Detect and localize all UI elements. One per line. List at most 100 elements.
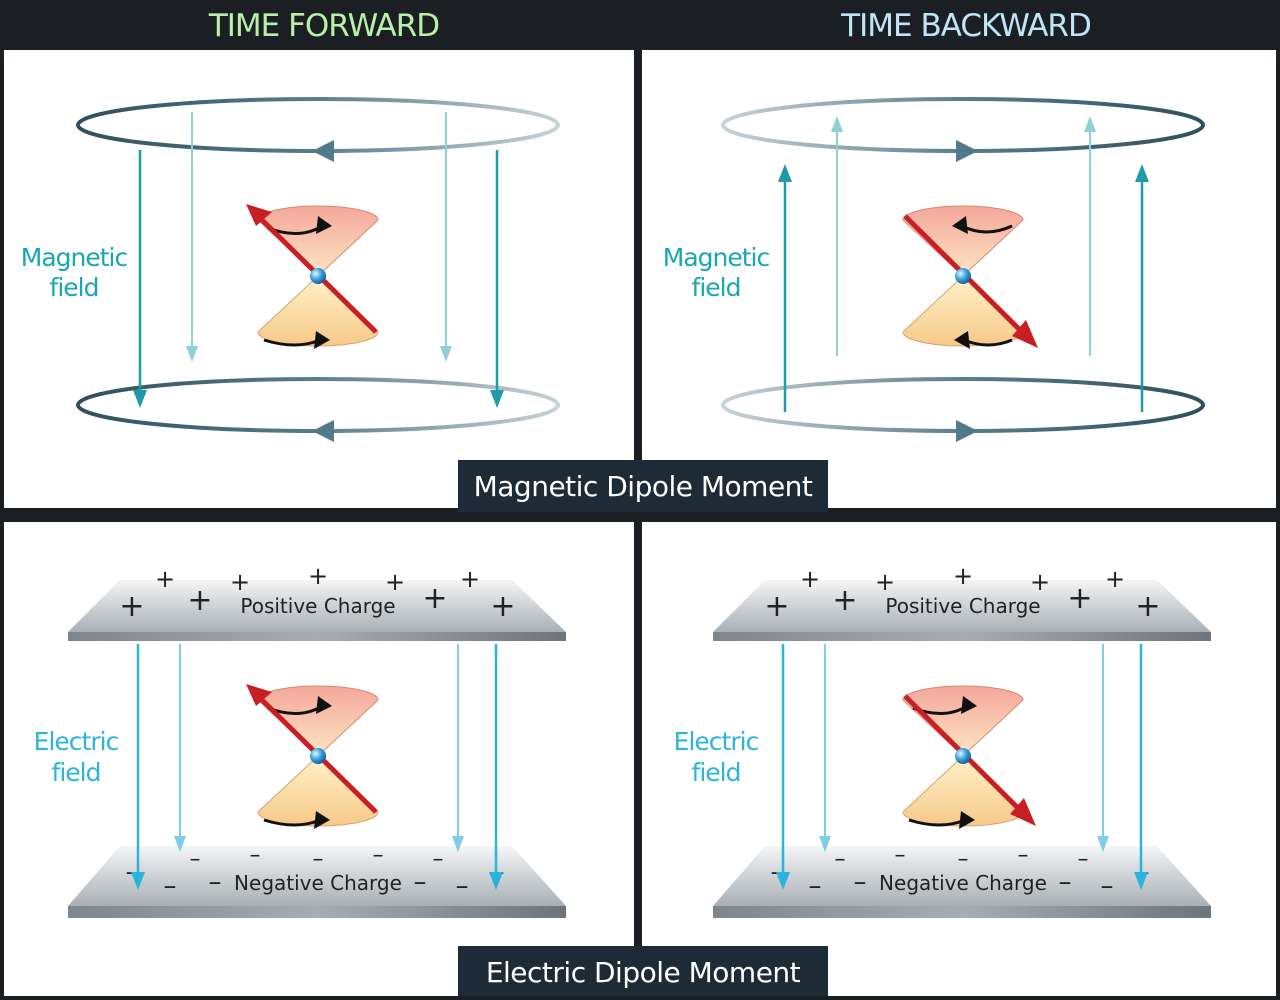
positive-plate bbox=[713, 580, 1211, 632]
header-time-forward: TIME FORWARD bbox=[208, 8, 439, 44]
svg-text:+: + bbox=[800, 565, 820, 593]
svg-text:–: – bbox=[373, 843, 384, 868]
field-arrow-down-icon bbox=[1134, 872, 1148, 890]
svg-text:+: + bbox=[1030, 568, 1050, 596]
svg-text:+: + bbox=[422, 581, 447, 616]
loop-direction-arrow-icon bbox=[956, 420, 978, 442]
field-arrow-down-icon bbox=[489, 872, 503, 890]
svg-text:–: – bbox=[313, 847, 324, 872]
precession-arrow-icon bbox=[316, 696, 332, 714]
electric-backward-scene: + + + + + + + + + Positive Charge – – – … bbox=[674, 562, 1211, 918]
particle-icon bbox=[955, 268, 971, 284]
field-arrow-down-icon bbox=[133, 390, 147, 408]
negative-charge-marks: – – – – – – – – – – – bbox=[126, 843, 505, 901]
positive-charge-marks: + + + + + + + + + bbox=[764, 562, 1160, 624]
field-arrow-up-icon bbox=[831, 116, 843, 132]
negative-plate-edge bbox=[68, 906, 566, 918]
positive-plate-edge bbox=[713, 632, 1211, 641]
svg-text:+: + bbox=[385, 568, 405, 596]
dipole-arrowhead-icon bbox=[1012, 320, 1038, 348]
electric-field-label: Electric bbox=[674, 727, 759, 756]
negative-plate-edge bbox=[713, 906, 1211, 918]
field-arrow-down-icon bbox=[452, 836, 464, 852]
svg-text:+: + bbox=[1135, 589, 1160, 624]
field-arrow-down-icon bbox=[1097, 836, 1109, 852]
particle-icon bbox=[310, 268, 326, 284]
svg-text:+: + bbox=[119, 589, 144, 624]
precessing-dipole bbox=[246, 204, 379, 349]
precession-cone-top bbox=[902, 205, 1024, 277]
particle-icon bbox=[310, 748, 326, 764]
loop-direction-arrow-icon bbox=[956, 140, 978, 162]
negative-plate bbox=[68, 846, 566, 906]
svg-text:–: – bbox=[433, 847, 444, 872]
field-arrow-down-icon bbox=[440, 346, 452, 362]
precession-cone-top bbox=[902, 685, 1024, 757]
svg-text:+: + bbox=[764, 589, 789, 624]
negative-charge-label: Negative Charge bbox=[234, 871, 402, 895]
electric-field-label: Electric bbox=[34, 727, 119, 756]
precession-arrow-icon bbox=[961, 696, 977, 714]
field-arrow-down-icon bbox=[174, 836, 186, 852]
field-arrow-down-icon bbox=[186, 346, 198, 362]
svg-text:+: + bbox=[875, 568, 895, 596]
precessing-dipole bbox=[246, 684, 379, 829]
magnetic-forward-scene: Magnetic field bbox=[21, 97, 560, 442]
svg-text:+: + bbox=[1067, 581, 1092, 616]
svg-text:+: + bbox=[490, 589, 515, 624]
svg-text:–: – bbox=[164, 871, 177, 901]
positive-charge-label: Positive Charge bbox=[885, 594, 1040, 618]
caption-magnetic-box bbox=[458, 460, 828, 512]
svg-text:+: + bbox=[155, 565, 175, 593]
magnetic-field-label: Magnetic bbox=[663, 243, 770, 272]
caption-magnetic-dipole: Magnetic Dipole Moment bbox=[474, 470, 813, 503]
dipole-arrowhead-icon bbox=[1010, 798, 1036, 826]
caption-electric-dipole: Electric Dipole Moment bbox=[486, 956, 801, 989]
svg-text:–: – bbox=[209, 867, 222, 897]
svg-text:–: – bbox=[895, 843, 906, 868]
precession-arrow-icon bbox=[314, 331, 330, 349]
precessing-dipole bbox=[902, 205, 1038, 349]
field-arrow-up-icon bbox=[1135, 164, 1149, 182]
svg-text:+: + bbox=[460, 565, 480, 593]
precession-arrow-icon bbox=[316, 216, 332, 234]
positive-plate-edge bbox=[68, 632, 566, 641]
svg-text:–: – bbox=[190, 847, 201, 872]
dipole-arrowhead-icon bbox=[246, 204, 272, 226]
negative-plate bbox=[713, 846, 1211, 906]
field-arrow-down-icon bbox=[490, 390, 504, 408]
svg-text:–: – bbox=[1101, 871, 1114, 901]
loop-direction-arrow-icon bbox=[312, 420, 334, 442]
svg-text:–: – bbox=[835, 847, 846, 872]
svg-text:+: + bbox=[187, 583, 212, 618]
field-arrow-down-icon bbox=[819, 836, 831, 852]
svg-text:–: – bbox=[1059, 867, 1072, 897]
electric-forward-scene: + + + + + + + + + Positive Charge – – – … bbox=[34, 562, 566, 918]
header-time-backward: TIME BACKWARD bbox=[840, 8, 1091, 44]
field-arrow-up-icon bbox=[778, 164, 792, 182]
svg-text:+: + bbox=[832, 583, 857, 618]
caption-electric-box bbox=[458, 946, 828, 996]
svg-text:–: – bbox=[809, 871, 822, 901]
precession-arrow-icon bbox=[959, 811, 975, 829]
particle-icon bbox=[955, 748, 971, 764]
svg-text:–: – bbox=[250, 843, 261, 868]
field-arrow-up-icon bbox=[1084, 116, 1096, 132]
magnetic-field-label: field bbox=[50, 273, 99, 302]
precession-arrow-icon bbox=[314, 811, 330, 829]
precession-arrow-icon bbox=[952, 216, 968, 234]
svg-text:–: – bbox=[1018, 843, 1029, 868]
svg-text:+: + bbox=[308, 562, 328, 590]
magnetic-field-label: field bbox=[692, 273, 741, 302]
field-arrow-down-icon bbox=[131, 872, 145, 890]
dipole-arrowhead-icon bbox=[246, 684, 272, 706]
precession-arrow-icon bbox=[954, 331, 970, 349]
positive-charge-marks: + + + + + + + + + bbox=[119, 562, 515, 624]
svg-text:+: + bbox=[953, 562, 973, 590]
magnetic-backward-scene: Magnetic field bbox=[663, 97, 1205, 442]
positive-charge-label: Positive Charge bbox=[240, 594, 395, 618]
positive-plate bbox=[68, 580, 566, 632]
svg-text:+: + bbox=[1105, 565, 1125, 593]
